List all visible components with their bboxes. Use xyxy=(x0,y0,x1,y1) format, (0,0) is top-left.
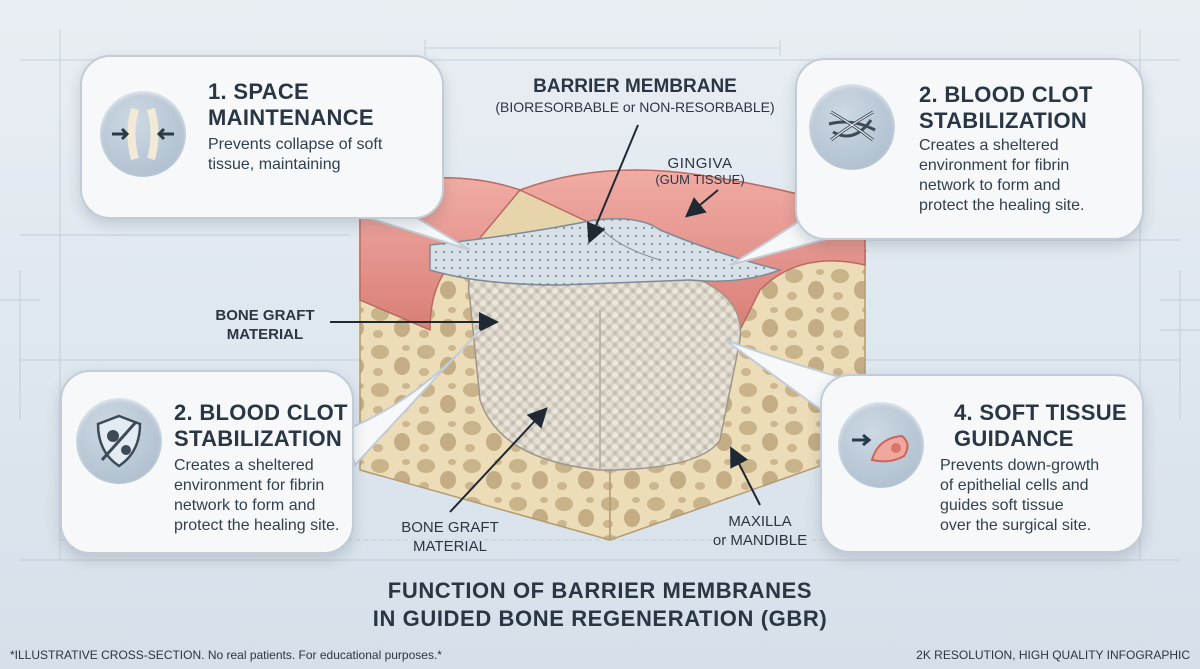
callout-text: Prevents collapse of soft tissue, mainta… xyxy=(208,136,383,173)
epithelial-cell-icon xyxy=(838,402,924,488)
callout-text: Creates a sheltered environment for fibr… xyxy=(919,137,1085,214)
callout-text: Prevents down-growth of epithelial cells… xyxy=(940,457,1100,534)
fibrin-network-icon xyxy=(809,84,895,170)
callout-blood-clot-top: 2. BLOOD CLOT STABILIZATION Creates a sh… xyxy=(795,58,1144,240)
label-barrier-membrane: BARRIER MEMBRANE xyxy=(533,76,737,97)
barrier-membrane-sheet xyxy=(429,218,783,286)
callout-title: 1. SPACE MAINTENANCE xyxy=(208,79,374,130)
label-gingiva-sub: (GUM TISSUE) xyxy=(655,172,745,187)
callout-space-maintenance: 1. SPACE MAINTENANCE Prevents collapse o… xyxy=(80,55,444,219)
callout-soft-tissue: 4. SOFT TISSUE GUIDANCE Prevents down-gr… xyxy=(820,374,1144,553)
callout-blood-clot-bottom: 2. BLOOD CLOT STABILIZATION Creates a sh… xyxy=(60,370,354,554)
footer-disclaimer: *ILLUSTRATIVE CROSS-SECTION. No real pat… xyxy=(10,648,442,662)
label-barrier-membrane-sub: (BIORESORBABLE or NON-RESORBABLE) xyxy=(495,99,775,115)
main-title-line1: FUNCTION OF BARRIER MEMBRANES xyxy=(387,578,813,603)
label-bone-graft-bottom: BONE GRAFT MATERIAL xyxy=(401,519,499,555)
footer-resolution: 2K RESOLUTION, HIGH QUALITY INFOGRAPHIC xyxy=(916,648,1190,662)
callout-title: 4. SOFT TISSUE GUIDANCE xyxy=(954,400,1127,451)
main-title-line2: IN GUIDED BONE REGENERATION (GBR) xyxy=(372,606,828,631)
label-maxilla-mandible: MAXILLA or MANDIBLE xyxy=(712,513,808,549)
callout-text: Creates a sheltered environment for fibr… xyxy=(174,457,340,534)
callout-title: 2. BLOOD CLOT STABILIZATION xyxy=(174,400,348,451)
label-bone-graft-left: BONE GRAFT MATERIAL xyxy=(215,307,315,343)
callout-title: 2. BLOOD CLOT STABILIZATION xyxy=(919,82,1093,133)
shield-bacteria-icon xyxy=(76,398,162,484)
compression-arrows-icon xyxy=(100,91,186,177)
label-gingiva: GINGIVA xyxy=(667,155,733,172)
